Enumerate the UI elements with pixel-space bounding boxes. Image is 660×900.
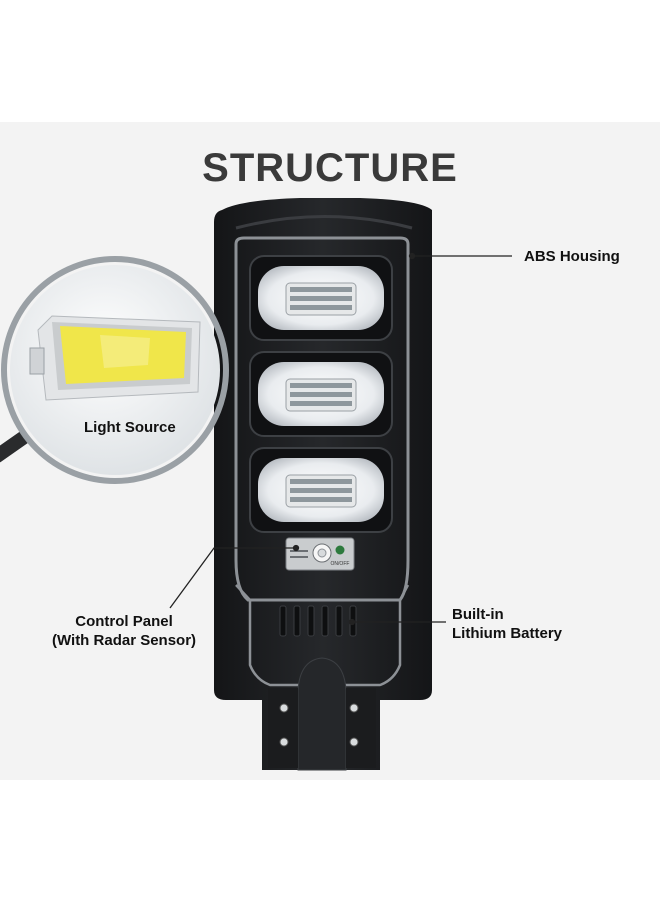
mount-screws <box>279 703 359 747</box>
light-source-label: Light Source <box>84 419 176 436</box>
led-module-1 <box>249 255 393 341</box>
battery-vents <box>279 605 357 637</box>
magnifier-handle <box>0 431 29 463</box>
led-array-3 <box>290 479 352 502</box>
led-array-1 <box>290 287 352 310</box>
control-panel: ON/OFF <box>285 537 355 571</box>
led-module-3 <box>249 447 393 533</box>
control-panel-label-line1: Control Panel <box>75 613 173 630</box>
page-title: STRUCTURE <box>202 146 458 190</box>
pole-mount <box>268 657 376 771</box>
on-off-switch-icon <box>335 545 345 555</box>
battery-label: Built-in Lithium Battery <box>452 605 562 643</box>
panel-switch-label: ON/OFF <box>331 561 350 567</box>
led-array-2 <box>290 383 352 406</box>
abs-housing-label: ABS Housing <box>524 248 620 265</box>
battery-label-line1: Built-in <box>452 606 504 623</box>
control-panel-label: Control Panel (With Radar Sensor) <box>52 612 196 650</box>
battery-label-line2: Lithium Battery <box>452 625 563 642</box>
led-module-2 <box>249 351 393 437</box>
magnifier-light-source <box>0 256 229 484</box>
callout-lines <box>169 252 512 626</box>
control-panel-label-line2: (With Radar Sensor) <box>52 632 197 649</box>
